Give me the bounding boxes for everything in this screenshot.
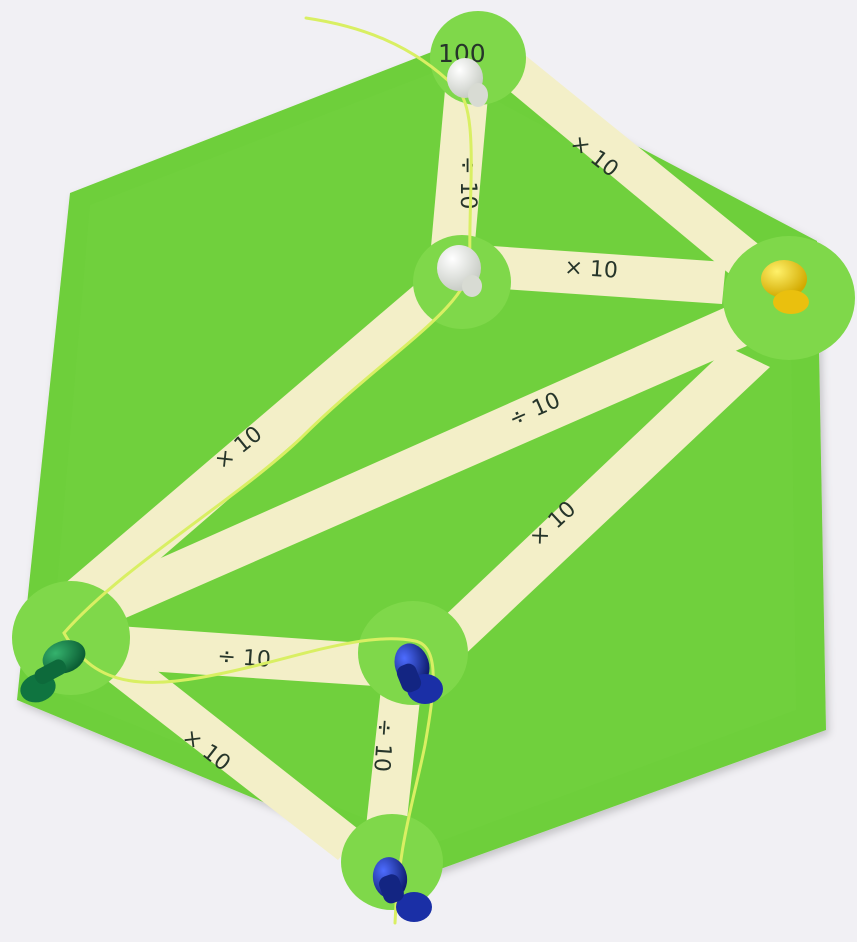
label-middle-horizontal: × 10 xyxy=(564,255,619,284)
label-bottom-vertical: ÷ 10 xyxy=(368,718,397,773)
label-top-left-vertical: ÷ 10 xyxy=(455,156,480,209)
